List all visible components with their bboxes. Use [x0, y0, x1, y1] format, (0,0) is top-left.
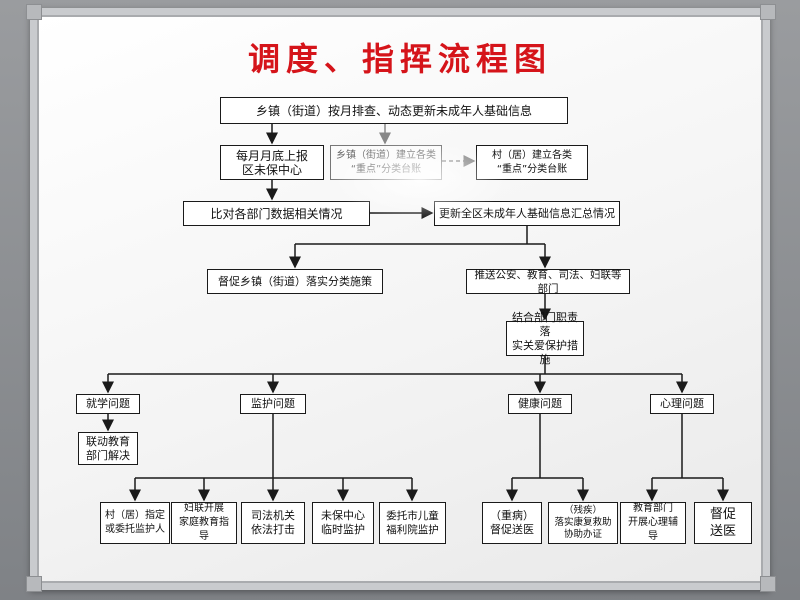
node-top-monthly-survey: 乡镇（街道）按月排查、动态更新未成年人基础信息	[220, 97, 568, 124]
node-psych-hospital: 督促 送医	[694, 502, 752, 544]
node-push-departments: 推送公安、教育、司法、妇联等部门	[466, 269, 630, 295]
node-guardian-judicial: 司法机关 依法打击	[241, 502, 305, 544]
node-guardian-issue: 监护问题	[240, 394, 306, 414]
node-guardian-village: 村（居）指定 或委托监护人	[100, 502, 170, 544]
node-update-summary: 更新全区未成年人基础信息汇总情况	[434, 201, 620, 226]
node-guardian-center: 未保中心 临时监护	[312, 502, 374, 544]
node-study-issue: 就学问题	[76, 394, 140, 414]
node-village-ledger: 村（居）建立各类 “重点”分类台账	[476, 145, 588, 180]
node-health-serious: （重病） 督促送医	[482, 502, 542, 544]
node-edu-solve: 联动教育 部门解决	[78, 432, 138, 465]
node-combine-duties: 结合部门职责落 实关爱保护措施	[506, 311, 584, 366]
node-guardian-welfare: 委托市儿童 福利院监护	[379, 502, 446, 544]
node-health-issue: 健康问题	[508, 394, 572, 414]
node-health-disability: （残疾） 落实康复救助 协助办证	[548, 502, 618, 544]
board-corner-bottom-left	[26, 576, 42, 592]
node-psych-counsel: 教育部门 开展心理辅导	[620, 502, 686, 544]
board-corner-top-right	[760, 4, 776, 20]
node-monthly-report: 每月月底上报 区未保中心	[220, 145, 324, 180]
node-guardian-women-fed: 妇联开展 家庭教育指导	[171, 502, 237, 544]
node-psych-issue: 心理问题	[650, 394, 714, 414]
node-urge-town: 督促乡镇（街道）落实分类施策	[207, 269, 383, 294]
node-town-ledger: 乡镇（街道）建立各类 “重点”分类台账	[330, 145, 442, 180]
node-compare-data: 比对各部门数据相关情况	[183, 201, 370, 226]
board-corner-bottom-right	[760, 576, 776, 592]
board-corner-top-left	[26, 4, 42, 20]
page-title: 调度、指挥流程图	[247, 40, 552, 78]
